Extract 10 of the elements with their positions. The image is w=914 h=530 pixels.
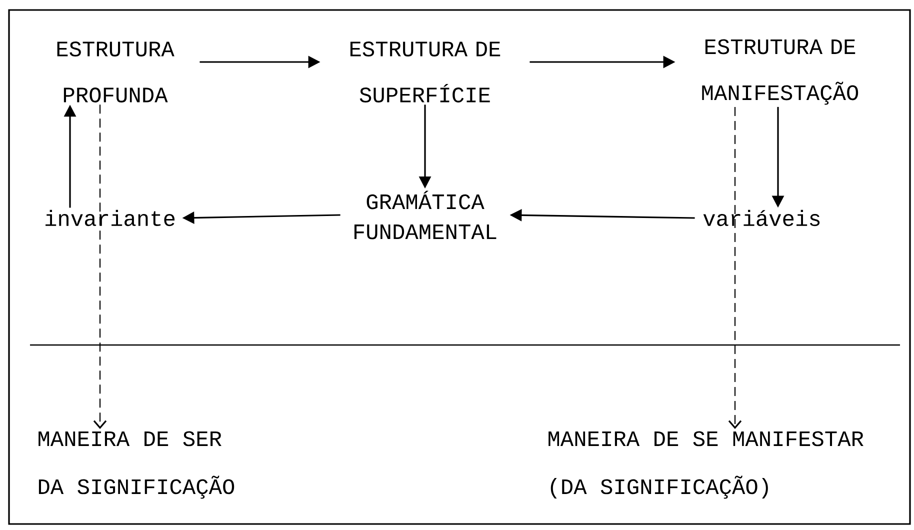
label-text: ESTRUTURA PROFUNDA <box>57 42 174 102</box>
label-text: variáveis <box>703 210 820 226</box>
label-text: GRAMÁTICA FUNDAMENTAL <box>354 190 496 240</box>
arrow <box>93 104 107 430</box>
label-text: ESTRUTURA DE MANIFESTAÇÃO <box>702 39 858 105</box>
label-text: MANEIRA DE SE MANIFESTAR (DA SIGNIFICAÇÃO) <box>548 431 864 499</box>
arrow <box>728 106 742 430</box>
label-text: MANEIRA DE SER DA SIGNIFICAÇÃO <box>38 431 234 499</box>
label-text: ESTRUTURA DE SUPERFÍCIE <box>350 42 500 102</box>
label-text: invariante <box>46 210 175 226</box>
